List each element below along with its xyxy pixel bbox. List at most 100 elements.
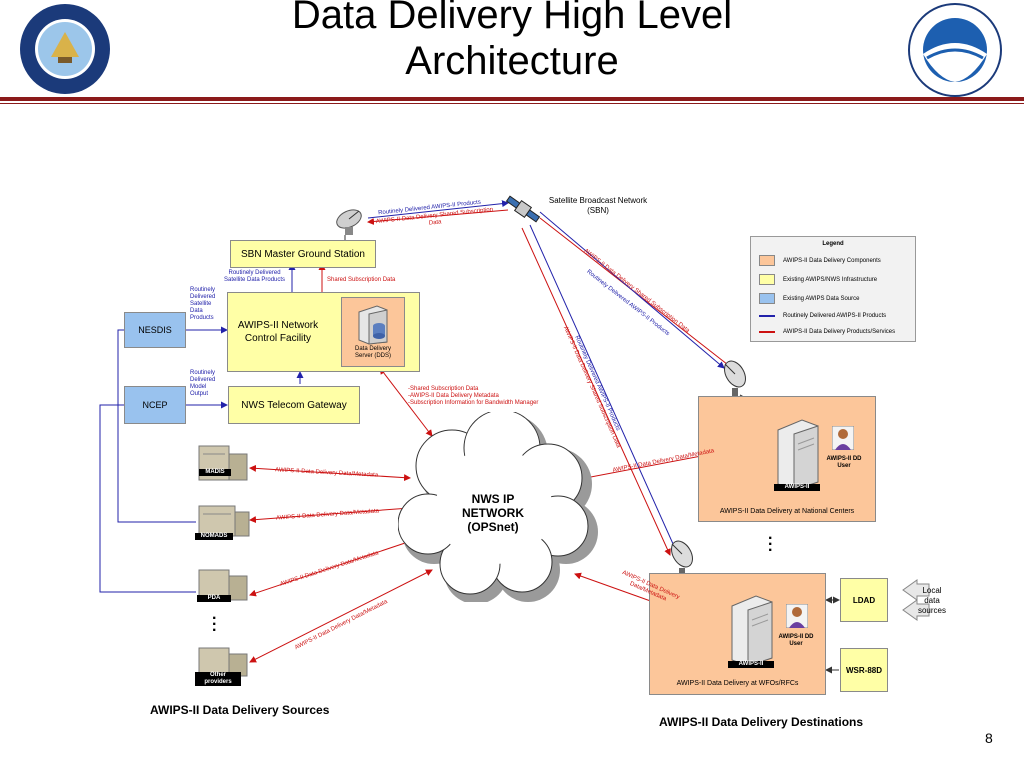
wfo-awips-server[interactable]: AWIPS-II — [726, 594, 778, 672]
legend-title: Legend — [822, 241, 844, 247]
dds-label-line1: Data Delivery — [354, 346, 391, 352]
slide-title: Data Delivery High Level Architecture — [200, 0, 824, 84]
nomads-server[interactable]: NOMADS — [195, 500, 251, 546]
national-dd-user-label: AWIPS-II DD User — [818, 456, 870, 470]
ncep-label: NCEP — [142, 400, 168, 410]
national-awips-tag: AWIPS-II — [774, 484, 820, 491]
title-line-1: Data Delivery High Level — [291, 0, 733, 37]
routine-sat-label: Routinely Delivered Satellite Data Produ… — [224, 270, 285, 284]
sbn-label-line2: (SBN) — [587, 206, 609, 215]
wfo-dish-icon — [662, 540, 702, 578]
legend-item-existing-infra: Existing AWIPS/NWS Infrastructure — [759, 274, 877, 285]
ncep-flow-1: Routinely — [190, 370, 216, 376]
sbn-label-line1: Satellite Broadcast Network — [548, 196, 648, 205]
nomads-server-icon — [198, 505, 250, 537]
nesdis-box[interactable]: NESDIS — [124, 312, 186, 348]
other-tag-line2: providers — [204, 679, 232, 685]
madis-tag: MADIS — [199, 469, 231, 476]
sources-caption: AWIPS-II Data Delivery Sources — [150, 703, 330, 717]
local-line2: data — [924, 596, 940, 605]
ncf-label-line1: AWIPS-II Network — [237, 320, 319, 331]
wsr88d-box[interactable]: WSR-88D — [840, 648, 888, 692]
header-rule-thin — [0, 103, 1024, 104]
nesdis-flow-label: Routinely Delivered Satellite Data Produ… — [190, 287, 215, 322]
shared-sub-data-label: Shared Subscription Data — [327, 277, 396, 283]
pda-server[interactable]: PDA — [195, 566, 251, 608]
madis-server[interactable]: MADIS — [195, 440, 251, 484]
legend-swatch-yellow — [759, 274, 775, 285]
nesdis-flow-5: Products — [190, 315, 214, 321]
legend-item-red-line: AWIPS-II Data Delivery Products/Services — [759, 329, 895, 335]
noaa-logo — [905, 2, 1005, 98]
dds-flow-1: -Shared Subscription Data — [408, 386, 479, 392]
nws-telecom-gateway[interactable]: NWS Telecom Gateway — [228, 386, 360, 424]
sbn-master-label: SBN Master Ground Station — [241, 248, 365, 260]
wfo-dd-user-label: AWIPS-II DD User — [770, 634, 822, 648]
destinations-caption: AWIPS-II Data Delivery Destinations — [659, 715, 864, 729]
nesdis-flow-1: Routinely — [190, 287, 216, 293]
network-line3: (OPSnet) — [467, 520, 519, 534]
wfo-server-icon — [731, 595, 773, 667]
sbn-dish-icon — [333, 205, 369, 237]
nesdis-flow-3: Satellite — [190, 301, 212, 307]
network-line1: NWS IP — [471, 492, 515, 506]
local-line3: sources — [917, 606, 946, 615]
ncep-flow-4: Output — [190, 391, 209, 397]
sources-ellipsis: ... — [212, 606, 217, 635]
dds-flow-3: -Subscription Information for Bandwidth … — [408, 400, 539, 406]
wfo-rfc-label: AWIPS-II Data Delivery at WFOs/RFCs — [676, 680, 799, 687]
legend-label-3: Routinely Delivered AWIPS-II Products — [783, 313, 887, 319]
legend-item-blue-line: Routinely Delivered AWIPS-II Products — [759, 313, 886, 319]
nesdis-flow-4: Data — [190, 308, 203, 314]
ldad-box[interactable]: LDAD — [840, 578, 888, 622]
dds-label-line2: Server (DDS) — [354, 353, 391, 359]
legend-label-0: AWIPS-II Data Delivery Components — [783, 257, 881, 264]
legend-label-2: Existing AWIPS Data Source — [783, 295, 860, 302]
legend-label-4: AWIPS-II Data Delivery Products/Services — [783, 329, 896, 335]
legend-swatch-peach — [759, 255, 775, 266]
national-user-icon — [831, 425, 855, 451]
national-user-line1: AWIPS-II DD — [826, 456, 862, 462]
satellite-icon — [503, 192, 543, 226]
network-line2: NETWORK — [462, 506, 524, 520]
national-user-line2: User — [837, 463, 851, 469]
wfo-user-icon — [785, 603, 809, 629]
legend-item-data-source: Existing AWIPS Data Source — [759, 293, 859, 304]
ldad-label: LDAD — [852, 595, 876, 605]
pda-tag: PDA — [197, 595, 231, 602]
ncf-label-line2: Control Facility — [244, 333, 312, 344]
sbn-master-ground-station[interactable]: SBN Master Ground Station — [230, 240, 376, 268]
sbn-label: Satellite Broadcast Network (SBN) — [538, 196, 658, 216]
national-awips-server[interactable]: AWIPS-II — [772, 418, 824, 494]
other-providers-server[interactable]: Other providers — [195, 646, 251, 690]
legend-item-dd-components: AWIPS-II Data Delivery Components — [759, 255, 881, 266]
ncep-box[interactable]: NCEP — [124, 386, 186, 424]
local-data-sources-label: Local data sources — [912, 586, 952, 616]
national-dish-icon — [715, 360, 755, 398]
other-tag: Other providers — [195, 672, 241, 686]
data-delivery-server[interactable]: Data Delivery Server (DDS) — [341, 297, 405, 367]
page-number: 8 — [985, 730, 993, 746]
header-rule — [0, 97, 1024, 101]
local-line1: Local — [922, 586, 942, 595]
routine-sat-line2: Satellite Data Products — [224, 277, 286, 283]
network-label: NWS IP NETWORK (OPSnet) — [438, 492, 548, 534]
legend: Legend AWIPS-II Data Delivery Components… — [750, 236, 916, 342]
wfo-user-line1: AWIPS-II DD — [778, 634, 814, 640]
legend-label-1: Existing AWIPS/NWS Infrastructure — [783, 276, 878, 283]
dds-server-icon — [358, 305, 388, 345]
doc-seal-logo — [18, 2, 112, 96]
national-server-icon — [777, 419, 819, 491]
ncep-flow-label: Routinely Delivered Model Output — [190, 370, 215, 398]
title-line-2: Architecture — [405, 39, 619, 83]
ncep-flow-3: Model — [190, 384, 207, 390]
wfo-user-line2: User — [789, 641, 803, 647]
nws-ip-network-cloud[interactable]: NWS IP NETWORK (OPSnet) — [397, 409, 598, 604]
nomads-tag: NOMADS — [195, 533, 233, 540]
ncep-flow-2: Delivered — [190, 377, 216, 383]
dds-flow-2: -AWIPS-II Data Delivery Metadata — [408, 393, 499, 399]
destinations-ellipsis: ... — [768, 526, 773, 555]
dds-label: Data Delivery Server (DDS) — [355, 346, 391, 360]
national-centers-label: AWIPS-II Data Delivery at National Cente… — [719, 508, 855, 515]
wfo-awips-tag: AWIPS-II — [728, 661, 774, 668]
